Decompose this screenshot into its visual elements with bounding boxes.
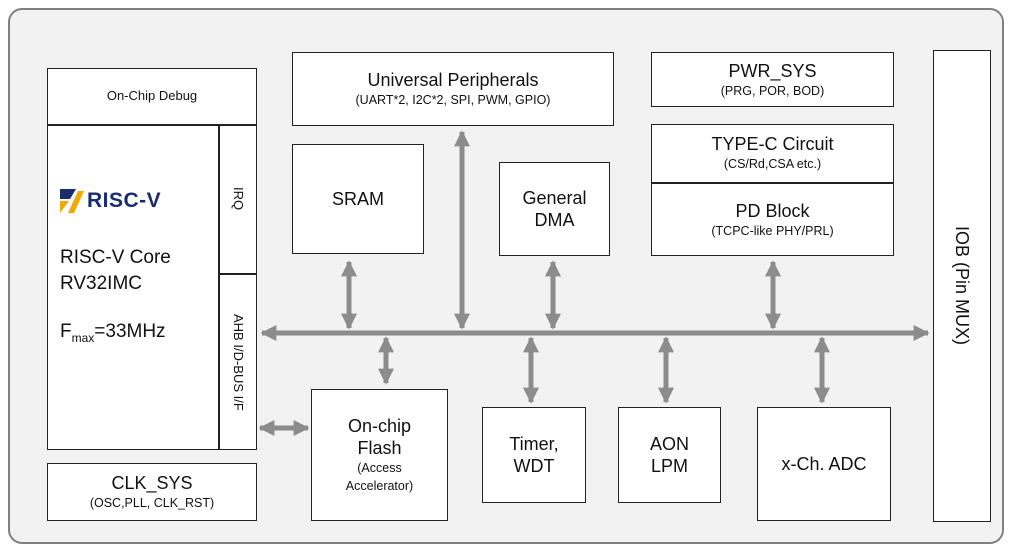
- core-name: RISC-V Core: [60, 247, 171, 268]
- typec-title: TYPE-C Circuit: [711, 134, 834, 154]
- clk-sys-title: CLK_SYS: [111, 473, 193, 493]
- pd-title: PD Block: [735, 201, 810, 221]
- cpu-block: [47, 68, 257, 450]
- irq-label: IRQ: [231, 187, 246, 211]
- pwr-sys-title: PWR_SYS: [728, 60, 817, 81]
- aon-block: AON LPM: [618, 407, 721, 503]
- cpu-side-strip: [218, 124, 220, 450]
- flash-line1: On-chip: [347, 416, 412, 436]
- sram-block: SRAM: [292, 144, 424, 254]
- peripherals-block: Universal Peripherals (UART*2, I2C*2, SP…: [292, 52, 614, 126]
- peripherals-title: Universal Peripherals: [367, 70, 539, 90]
- pwr-sys-sub: (PRG, POR, BOD): [720, 83, 825, 98]
- timer-line2: WDT: [513, 456, 555, 476]
- timer-block: Timer, WDT: [482, 407, 586, 503]
- typec-pd-block: [651, 124, 894, 256]
- clk-sys-sub: (OSC,PLL, CLK_RST): [89, 496, 215, 510]
- risc-v-logo-icon: [60, 189, 84, 213]
- pwr-sys-block: PWR_SYS (PRG, POR, BOD): [651, 52, 894, 107]
- fmax-value: =33MHz: [94, 321, 166, 342]
- pd-section: PD Block (TCPC-like PHY/PRL): [651, 184, 894, 256]
- adc-block: x-Ch. ADC: [757, 407, 891, 521]
- core-fmax: Fmax=33MHz: [60, 320, 166, 350]
- fmax-subscript: max: [71, 330, 95, 345]
- typec-pd-divider: [651, 182, 894, 184]
- timer-line1: Timer,: [509, 434, 559, 454]
- dma-block: General DMA: [499, 162, 610, 256]
- cpu-divider: [47, 124, 257, 126]
- peripherals-sub: (UART*2, I2C*2, SPI, PWM, GPIO): [355, 93, 551, 107]
- core-isa: RV32IMC: [60, 273, 143, 294]
- flash-sub1: (Access: [357, 461, 402, 475]
- on-chip-debug-label: On-Chip Debug: [106, 88, 198, 103]
- iob-label: IOB (Pin MUX): [952, 226, 972, 346]
- flash-block: On-chip Flash (Access Accelerator): [311, 389, 448, 521]
- typec-section: TYPE-C Circuit (CS/Rd,CSA etc.): [651, 124, 894, 182]
- pd-sub: (TCPC-like PHY/PRL): [711, 224, 834, 238]
- aon-line1: AON: [649, 434, 689, 454]
- ahb-bus-if-label: AHB I/D-BUS I/F: [231, 314, 246, 411]
- typec-sub: (CS/Rd,CSA etc.): [723, 157, 822, 171]
- flash-sub2: Accelerator): [345, 479, 414, 493]
- dma-line1: General: [522, 188, 587, 208]
- fmax-symbol: F: [60, 321, 72, 342]
- risc-v-logo-text: RISC-V: [87, 189, 162, 212]
- flash-line2: Flash: [357, 438, 402, 458]
- aon-line2: LPM: [650, 456, 688, 476]
- dma-line2: DMA: [534, 210, 575, 230]
- strip-divider: [218, 273, 257, 275]
- risc-v-logo: RISC-V: [60, 186, 161, 216]
- iob-block: [933, 50, 991, 522]
- clk-sys-block: CLK_SYS (OSC,PLL, CLK_RST): [47, 463, 257, 521]
